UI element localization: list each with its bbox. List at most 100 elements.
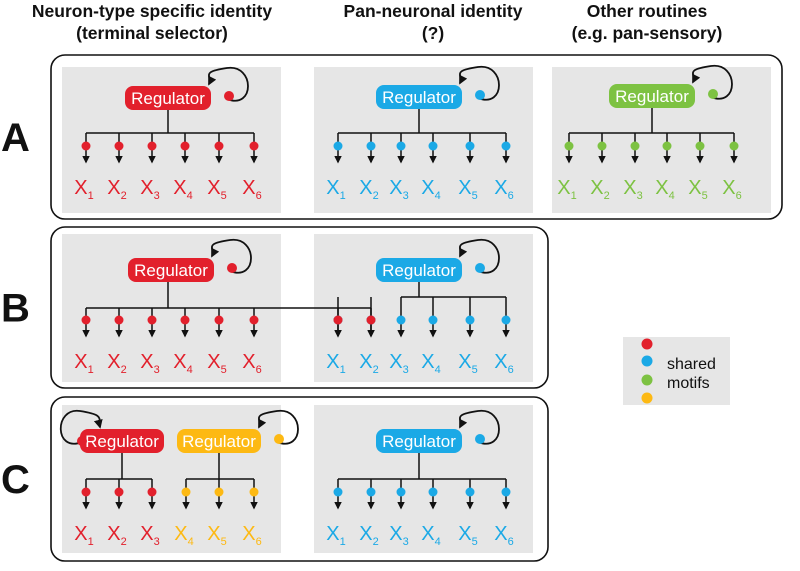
target-gene-letter: X bbox=[421, 351, 434, 373]
autoregulation-loop bbox=[459, 410, 500, 445]
binding-motif-dot bbox=[333, 315, 343, 325]
target-gene-index: 2 bbox=[121, 364, 127, 376]
target-gene-letter: X bbox=[389, 351, 402, 373]
target-gene-label: X1 bbox=[557, 177, 576, 202]
binding-motif-dot bbox=[214, 315, 224, 325]
binding-motif-dot bbox=[475, 434, 485, 444]
target-gene-letter: X bbox=[207, 177, 220, 199]
target-gene-letter: X bbox=[458, 351, 471, 373]
target-gene-label: X6 bbox=[494, 523, 513, 548]
target-gene-letter: X bbox=[173, 177, 186, 199]
column-header-pan-neuronal: Pan-neuronal identity (?) bbox=[283, 0, 583, 44]
target-gene-letter: X bbox=[174, 523, 187, 545]
target-gene-letter: X bbox=[74, 351, 87, 373]
target-gene-label: X3 bbox=[140, 177, 159, 202]
target-gene-index: 6 bbox=[256, 536, 262, 548]
binding-motif-dot bbox=[465, 315, 475, 325]
autoregulation-loop bbox=[459, 239, 500, 274]
target-gene-index: 5 bbox=[702, 190, 708, 202]
binding-motif-dot bbox=[708, 89, 718, 99]
target-gene-index: 2 bbox=[373, 190, 379, 202]
target-gene-label: X2 bbox=[107, 177, 126, 202]
binding-motif-dot bbox=[81, 141, 91, 151]
binding-motif-dot bbox=[249, 315, 259, 325]
row-box-c bbox=[50, 396, 549, 562]
target-gene-index: 1 bbox=[88, 536, 94, 548]
binding-motif-dot bbox=[214, 487, 224, 497]
regulator-node: Regulator bbox=[59, 410, 164, 453]
binding-motif-dot bbox=[181, 487, 191, 497]
target-gene-index: 1 bbox=[571, 190, 577, 202]
target-gene-letter: X bbox=[494, 523, 507, 545]
binding-motif-dot bbox=[465, 487, 475, 497]
target-gene-label: X6 bbox=[242, 351, 261, 376]
autoregulation-loop bbox=[211, 239, 252, 274]
target-gene-letter: X bbox=[173, 351, 186, 373]
regulator-box bbox=[128, 258, 214, 282]
target-gene-index: 4 bbox=[435, 364, 441, 376]
regulator-node: Regulator bbox=[177, 410, 299, 453]
regulator-node: Regulator bbox=[128, 239, 252, 282]
target-gene-index: 6 bbox=[736, 190, 742, 202]
regulator-label: Regulator bbox=[131, 89, 205, 108]
target-gene-letter: X bbox=[421, 177, 434, 199]
target-gene-letter: X bbox=[242, 177, 255, 199]
target-gene-index: 2 bbox=[604, 190, 610, 202]
target-gene-letter: X bbox=[494, 351, 507, 373]
binding-motif-dot bbox=[630, 141, 640, 151]
regulator-box bbox=[177, 429, 261, 453]
target-gene-letter: X bbox=[655, 177, 668, 199]
column-header-neuron-type: Neuron-type specific identity (terminal … bbox=[2, 0, 302, 44]
target-gene-index: 3 bbox=[154, 190, 160, 202]
target-gene-index: 6 bbox=[256, 190, 262, 202]
regulator-box bbox=[609, 84, 695, 108]
target-gene-label: X5 bbox=[458, 351, 477, 376]
target-gene-letter: X bbox=[590, 177, 603, 199]
target-gene-label: X6 bbox=[722, 177, 741, 202]
target-gene-index: 3 bbox=[403, 536, 409, 548]
regulator-label: Regulator bbox=[615, 87, 689, 106]
target-gene-label: X3 bbox=[623, 177, 642, 202]
binding-motif-dot bbox=[428, 487, 438, 497]
binding-motif-dot bbox=[475, 90, 485, 100]
binding-motif-dot bbox=[366, 141, 376, 151]
target-gene-index: 3 bbox=[154, 364, 160, 376]
target-gene-label: X1 bbox=[74, 177, 93, 202]
target-gene-index: 6 bbox=[508, 190, 514, 202]
binding-motif-dot bbox=[180, 315, 190, 325]
target-gene-index: 1 bbox=[88, 190, 94, 202]
target-gene-letter: X bbox=[389, 177, 402, 199]
target-gene-index: 6 bbox=[256, 364, 262, 376]
target-gene-index: 5 bbox=[472, 364, 478, 376]
target-gene-label: X4 bbox=[174, 523, 193, 548]
target-gene-label: X2 bbox=[107, 523, 126, 548]
target-gene-label: X1 bbox=[326, 177, 345, 202]
autoregulation-loop bbox=[258, 410, 299, 445]
target-gene-letter: X bbox=[389, 523, 402, 545]
target-gene-index: 1 bbox=[340, 536, 346, 548]
regulator-label: Regulator bbox=[382, 432, 456, 451]
target-gene-letter: X bbox=[421, 523, 434, 545]
binding-motif-dot bbox=[428, 141, 438, 151]
column-header-line1: Neuron-type specific identity bbox=[31, 1, 273, 21]
binding-motif-dot bbox=[214, 141, 224, 151]
legend-text-line1: shared bbox=[667, 356, 716, 373]
target-gene-label: X6 bbox=[242, 523, 261, 548]
target-gene-label: X5 bbox=[688, 177, 707, 202]
binding-motif-dot bbox=[147, 141, 157, 151]
target-gene-index: 4 bbox=[435, 190, 441, 202]
target-gene-letter: X bbox=[74, 177, 87, 199]
binding-motif-dot bbox=[396, 487, 406, 497]
target-gene-label: X1 bbox=[74, 523, 93, 548]
binding-motif-dot bbox=[249, 141, 259, 151]
target-gene-letter: X bbox=[140, 177, 153, 199]
target-gene-label: X2 bbox=[359, 177, 378, 202]
target-gene-label: X4 bbox=[173, 177, 192, 202]
target-gene-label: X2 bbox=[359, 351, 378, 376]
legend-dot-green bbox=[641, 374, 653, 386]
regulator-box bbox=[125, 86, 211, 110]
column-header-line2: (?) bbox=[421, 23, 445, 43]
target-gene-index: 5 bbox=[221, 190, 227, 202]
target-gene-label: X1 bbox=[74, 351, 93, 376]
target-gene-index: 2 bbox=[373, 364, 379, 376]
